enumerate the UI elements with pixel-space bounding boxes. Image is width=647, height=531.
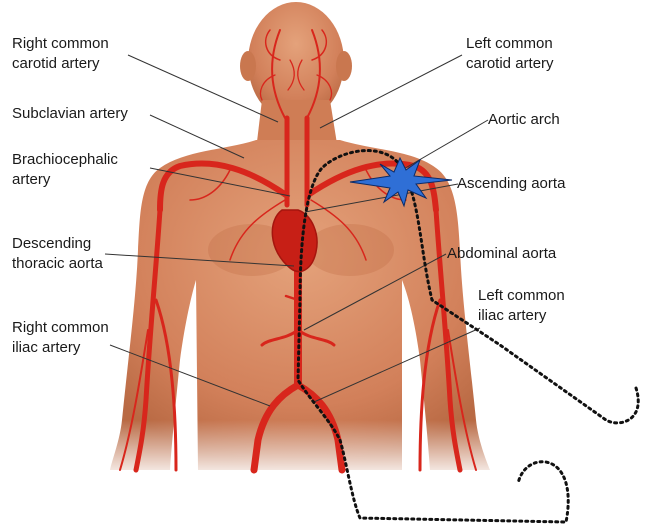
- label-line: Abdominal aorta: [447, 244, 556, 264]
- label-line: Right common: [12, 318, 109, 338]
- label-line: iliac artery: [12, 338, 109, 358]
- label-abdominal-aorta: Abdominal aorta: [447, 244, 556, 264]
- label-subclavian-artery: Subclavian artery: [12, 104, 128, 124]
- label-brachiocephalic-artery: Brachiocephalic artery: [12, 150, 118, 190]
- label-descending-thoracic-aorta: Descending thoracic aorta: [12, 234, 103, 274]
- leader-aortic-arch: [402, 120, 488, 170]
- label-left-common-iliac: Left common iliac artery: [478, 286, 565, 326]
- label-line: Subclavian artery: [12, 104, 128, 124]
- label-line: carotid artery: [466, 54, 554, 74]
- label-line: thoracic aorta: [12, 254, 103, 274]
- label-ascending-aorta: Ascending aorta: [457, 174, 565, 194]
- label-right-common-carotid: Right common carotid artery: [12, 34, 109, 74]
- label-line: carotid artery: [12, 54, 109, 74]
- label-line: Brachiocephalic: [12, 150, 118, 170]
- label-line: artery: [12, 170, 118, 190]
- label-aortic-arch: Aortic arch: [488, 110, 560, 130]
- label-line: Left common: [478, 286, 565, 306]
- label-line: Aortic arch: [488, 110, 560, 130]
- label-line: Left common: [466, 34, 554, 54]
- label-line: Ascending aorta: [457, 174, 565, 194]
- label-right-common-iliac: Right common iliac artery: [12, 318, 109, 358]
- label-line: Descending: [12, 234, 103, 254]
- leader-subclavian: [150, 115, 244, 158]
- label-left-common-carotid: Left common carotid artery: [466, 34, 554, 74]
- label-line: iliac artery: [478, 306, 565, 326]
- label-line: Right common: [12, 34, 109, 54]
